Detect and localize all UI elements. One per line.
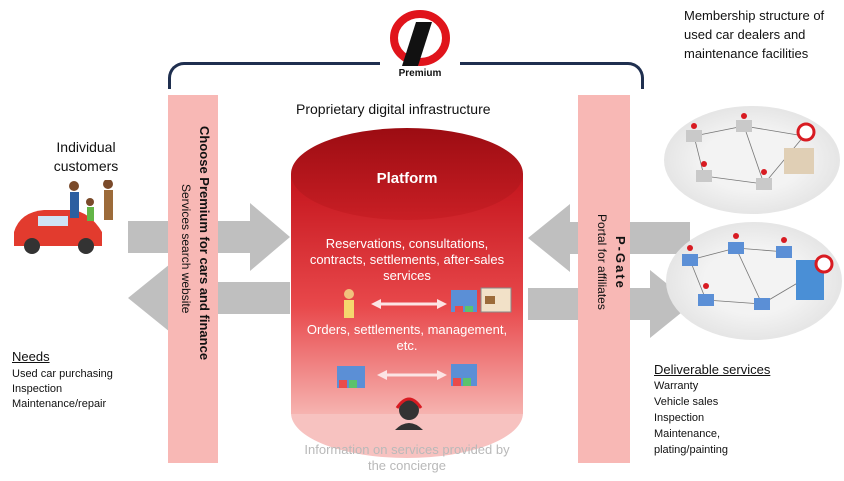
- family-icon: [69, 180, 113, 221]
- deliverable-item: Maintenance,: [654, 428, 721, 440]
- deliverable-item: Inspection: [654, 412, 705, 424]
- search-website-title: Choose Premium for cars and finance: [197, 126, 212, 361]
- location-pin-icon: [796, 122, 816, 142]
- platform-title: Platform: [376, 170, 438, 187]
- garage-icon: [480, 287, 512, 313]
- double-arrow-icon: [377, 370, 447, 380]
- deliverable-item: plating/painting: [654, 444, 729, 456]
- platform-services-text: Reservations, consultations, contracts, …: [309, 236, 505, 283]
- membership-label: Membership structure of used car dealers…: [684, 8, 825, 61]
- location-pin-icon: [814, 254, 834, 274]
- shop-icon: [451, 290, 477, 312]
- concierge-info-text: Information on services provided by the …: [304, 442, 510, 473]
- platform-orders-text: Orders, settlements, management, etc.: [306, 322, 508, 353]
- pgate-subtitle: Portal for affiliates: [595, 214, 609, 310]
- deliverables-heading: Deliverable services: [654, 362, 771, 377]
- dealer-network-illustration: [686, 113, 816, 190]
- platform-icons: [337, 287, 512, 430]
- search-website-panel: [168, 95, 218, 463]
- person-icon: [344, 289, 354, 318]
- logo-text: Premium: [398, 68, 442, 79]
- double-arrow-icon: [371, 299, 447, 309]
- premium-logo: [380, 8, 460, 82]
- needs-heading: Needs: [12, 349, 50, 364]
- deliverable-item: Warranty: [654, 380, 699, 392]
- infrastructure-label: Proprietary digital infrastructure: [296, 101, 491, 117]
- deliverable-item: Vehicle sales: [654, 396, 719, 408]
- customers-illustration: [14, 180, 113, 254]
- individual-customers-label: Individual customers: [53, 139, 119, 174]
- search-website-subtitle: Services search website: [179, 184, 193, 314]
- needs-item: Used car purchasing: [12, 368, 113, 380]
- car-icon: [14, 210, 102, 254]
- premium-logo-icon: [390, 10, 450, 66]
- platform-cylinder-top: [291, 128, 523, 220]
- concierge-icon: [395, 397, 423, 430]
- needs-item: Maintenance/repair: [12, 398, 107, 410]
- pgate-title: P-Gate: [613, 236, 628, 290]
- shop-icon: [337, 366, 365, 388]
- pgate-panel: [578, 95, 630, 463]
- shop-icon: [451, 364, 477, 386]
- needs-item: Inspection: [12, 383, 63, 395]
- affiliate-network-illustration: [682, 233, 834, 310]
